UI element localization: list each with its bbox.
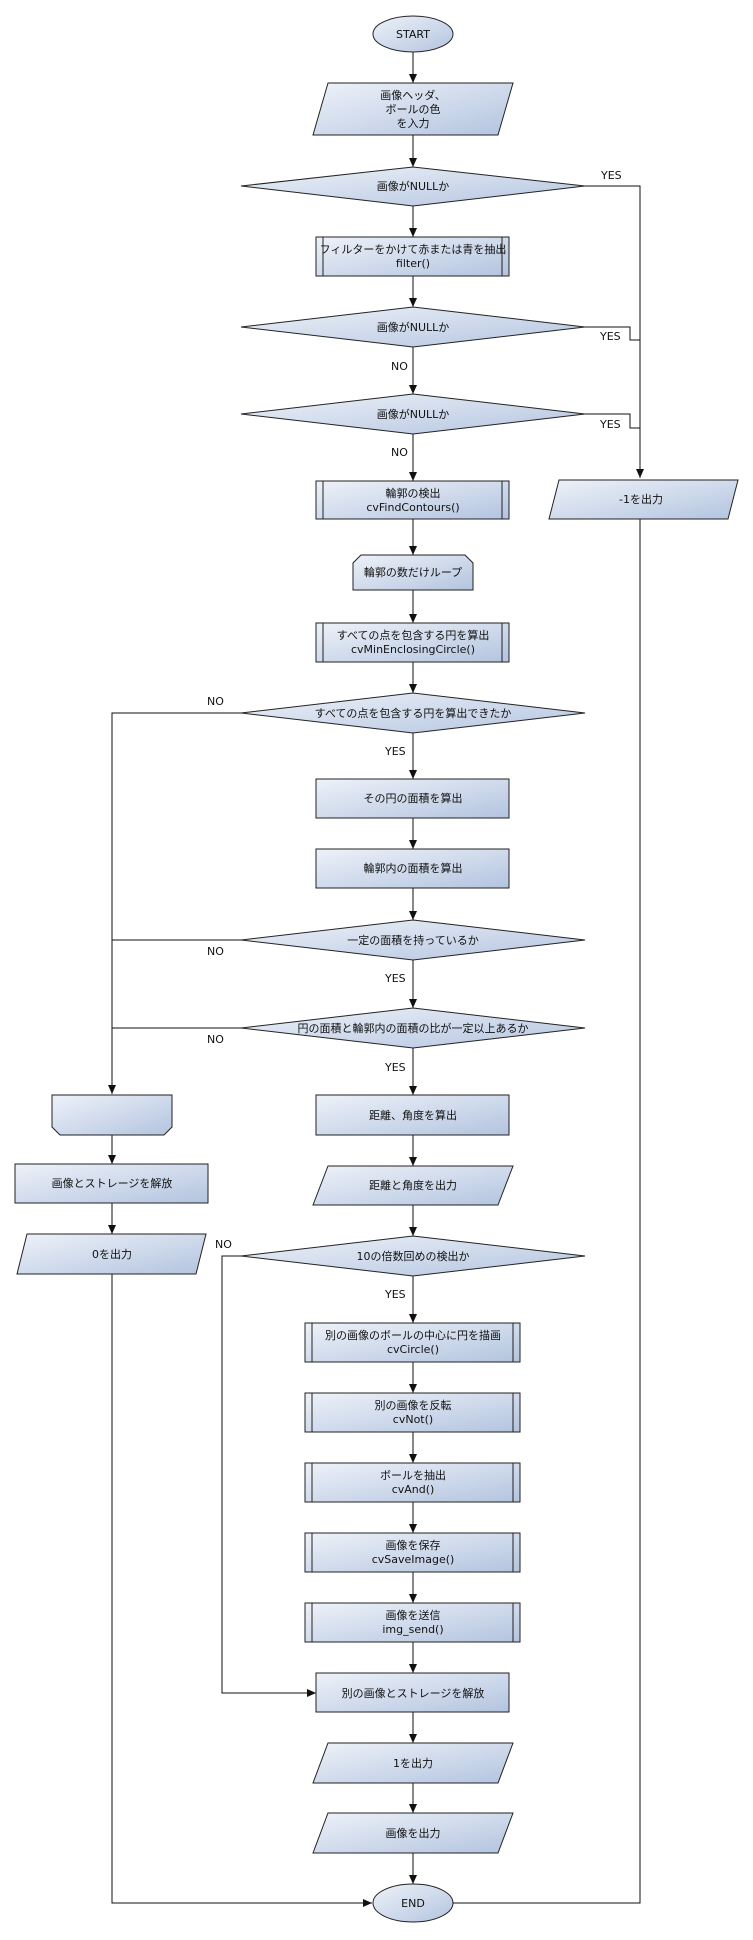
svg-text:画像ヘッダ、: 画像ヘッダ、 bbox=[380, 88, 445, 102]
svg-text:END: END bbox=[401, 1897, 425, 1910]
node-decision-area: 一定の面積を持っているか bbox=[240, 919, 586, 961]
edge-neg-end bbox=[438, 519, 641, 1907]
svg-text:距離、角度を算出: 距離、角度を算出 bbox=[369, 1108, 457, 1122]
node-start: START bbox=[372, 15, 454, 53]
node-save-image: 画像を保存 cvSaveImage() bbox=[304, 1532, 521, 1573]
svg-text:filter(): filter() bbox=[396, 257, 430, 270]
node-loop-end bbox=[51, 1094, 173, 1136]
label-dec3-yes: YES bbox=[599, 418, 621, 431]
label-dec1-yes: YES bbox=[600, 169, 622, 182]
node-decision-ratio: 円の面積と輪郭内の面積の比が一定以上あるか bbox=[240, 1007, 586, 1049]
svg-text:画像がNULLか: 画像がNULLか bbox=[377, 320, 450, 334]
node-decision-null-3: 画像がNULLか bbox=[240, 393, 586, 435]
label-dec4-no: NO bbox=[207, 695, 224, 708]
svg-text:画像を出力: 画像を出力 bbox=[386, 1826, 441, 1840]
node-output-distance: 距離と角度を出力 bbox=[312, 1165, 514, 1206]
node-find-contours: 輪郭の検出 cvFindContours() bbox=[315, 480, 510, 520]
svg-text:cvCircle(): cvCircle() bbox=[387, 1343, 439, 1356]
node-draw-circle: 別の画像のボールの中心に円を描画 cvCircle() bbox=[304, 1322, 521, 1363]
label-dec7-no: NO bbox=[215, 1238, 232, 1251]
svg-text:すべての点を包含する円を算出: すべての点を包含する円を算出 bbox=[337, 628, 490, 642]
node-output-neg1: -1を出力 bbox=[548, 479, 739, 520]
edges bbox=[108, 52, 644, 1907]
label-dec2-yes: YES bbox=[599, 330, 621, 343]
edge-out0-end bbox=[111, 1274, 372, 1907]
svg-text:別の画像を反転: 別の画像を反転 bbox=[375, 1399, 452, 1412]
svg-text:画像を送信: 画像を送信 bbox=[386, 1608, 441, 1622]
edge-dec4-no bbox=[108, 712, 241, 1094]
svg-text:別の画像のボールの中心に円を描画: 別の画像のボールの中心に円を描画 bbox=[325, 1328, 501, 1342]
node-send-image: 画像を送信 img_send() bbox=[304, 1602, 521, 1643]
node-extract: ボールを抽出 cvAnd() bbox=[304, 1462, 521, 1503]
svg-text:画像がNULLか: 画像がNULLか bbox=[377, 179, 450, 193]
node-free-storage: 画像とストレージを解放 bbox=[14, 1163, 209, 1204]
label-dec3-no: NO bbox=[391, 446, 408, 459]
label-dec6-yes: YES bbox=[384, 1061, 406, 1074]
node-distance-calc: 距離、角度を算出 bbox=[315, 1094, 510, 1136]
node-free-other: 別の画像とストレージを解放 bbox=[315, 1672, 510, 1713]
svg-text:輪郭の数だけループ: 輪郭の数だけループ bbox=[364, 565, 462, 579]
node-circle-area: その円の面積を算出 bbox=[315, 778, 510, 819]
label-dec5-no: NO bbox=[207, 945, 224, 958]
node-contour-area: 輪郭内の面積を算出 bbox=[315, 848, 510, 889]
node-end: END bbox=[372, 1883, 454, 1923]
label-dec4-yes: YES bbox=[384, 745, 406, 758]
svg-text:0を出力: 0を出力 bbox=[92, 1247, 132, 1261]
svg-text:img_send(): img_send() bbox=[382, 1623, 443, 1636]
svg-text:を入力: を入力 bbox=[397, 117, 430, 130]
svg-text:距離と角度を出力: 距離と角度を出力 bbox=[369, 1178, 457, 1192]
node-decision-null-2: 画像がNULLか bbox=[240, 306, 586, 348]
node-output-image: 画像を出力 bbox=[312, 1812, 514, 1854]
svg-text:画像がNULLか: 画像がNULLか bbox=[377, 407, 450, 421]
node-output-0: 0を出力 bbox=[16, 1233, 207, 1275]
svg-text:その円の面積を算出: その円の面積を算出 bbox=[364, 791, 463, 805]
edge-labels: YES YES YES NO NO NO YES NO YES NO YES N… bbox=[207, 169, 622, 1301]
node-invert: 別の画像を反転 cvNot() bbox=[304, 1392, 521, 1433]
label-dec6-no: NO bbox=[207, 1033, 224, 1046]
node-decision-tenth: 10の倍数回めの検出か bbox=[240, 1235, 586, 1277]
svg-text:cvNot(): cvNot() bbox=[393, 1413, 433, 1426]
svg-text:別の画像とストレージを解放: 別の画像とストレージを解放 bbox=[342, 1686, 485, 1700]
node-loop-start: 輪郭の数だけループ bbox=[352, 554, 474, 591]
node-decision-null-1: 画像がNULLか bbox=[240, 166, 586, 207]
svg-text:cvAnd(): cvAnd() bbox=[392, 1483, 435, 1496]
node-decision-circle-found: すべての点を包含する円を算出できたか bbox=[240, 692, 586, 734]
svg-text:フィルターをかけて赤または青を抽出: フィルターをかけて赤または青を抽出 bbox=[320, 242, 507, 256]
svg-text:cvSaveImage(): cvSaveImage() bbox=[372, 1553, 455, 1566]
edge-dec1-yes bbox=[585, 185, 644, 478]
svg-text:START: START bbox=[396, 28, 430, 41]
node-output-1: 1を出力 bbox=[312, 1742, 514, 1784]
svg-text:輪郭内の面積を算出: 輪郭内の面積を算出 bbox=[364, 861, 463, 875]
svg-text:cvFindContours(): cvFindContours() bbox=[366, 501, 459, 514]
label-dec7-yes: YES bbox=[384, 1288, 406, 1301]
svg-text:すべての点を包含する円を算出できたか: すべての点を包含する円を算出できたか bbox=[315, 706, 512, 720]
edge-dec7-no bbox=[221, 1255, 316, 1697]
label-dec2-no: NO bbox=[391, 360, 408, 373]
edge-dec2-yes bbox=[585, 326, 640, 341]
label-dec5-yes: YES bbox=[384, 972, 406, 985]
svg-text:円の面積と輪郭内の面積の比が一定以上あるか: 円の面積と輪郭内の面積の比が一定以上あるか bbox=[298, 1021, 529, 1035]
edge-dec3-yes bbox=[585, 413, 640, 429]
svg-text:画像を保存: 画像を保存 bbox=[386, 1538, 441, 1552]
svg-text:画像とストレージを解放: 画像とストレージを解放 bbox=[52, 1176, 173, 1190]
svg-text:ボールの色: ボールの色 bbox=[386, 102, 441, 116]
node-input: 画像ヘッダ、 ボールの色 を入力 bbox=[312, 82, 514, 136]
svg-text:1を出力: 1を出力 bbox=[393, 1756, 433, 1770]
svg-text:一定の面積を持っているか: 一定の面積を持っているか bbox=[347, 933, 478, 947]
svg-text:10の倍数回めの検出か: 10の倍数回めの検出か bbox=[357, 1249, 470, 1263]
svg-text:輪郭の検出: 輪郭の検出 bbox=[386, 486, 441, 500]
node-filter: フィルターをかけて赤または青を抽出 filter() bbox=[315, 236, 510, 277]
svg-text:cvMinEnclosingCircle(): cvMinEnclosingCircle() bbox=[351, 643, 475, 656]
svg-text:-1を出力: -1を出力 bbox=[619, 492, 663, 506]
node-min-enclosing-circle: すべての点を包含する円を算出 cvMinEnclosingCircle() bbox=[315, 622, 510, 663]
svg-text:ボールを抽出: ボールを抽出 bbox=[380, 1468, 446, 1482]
